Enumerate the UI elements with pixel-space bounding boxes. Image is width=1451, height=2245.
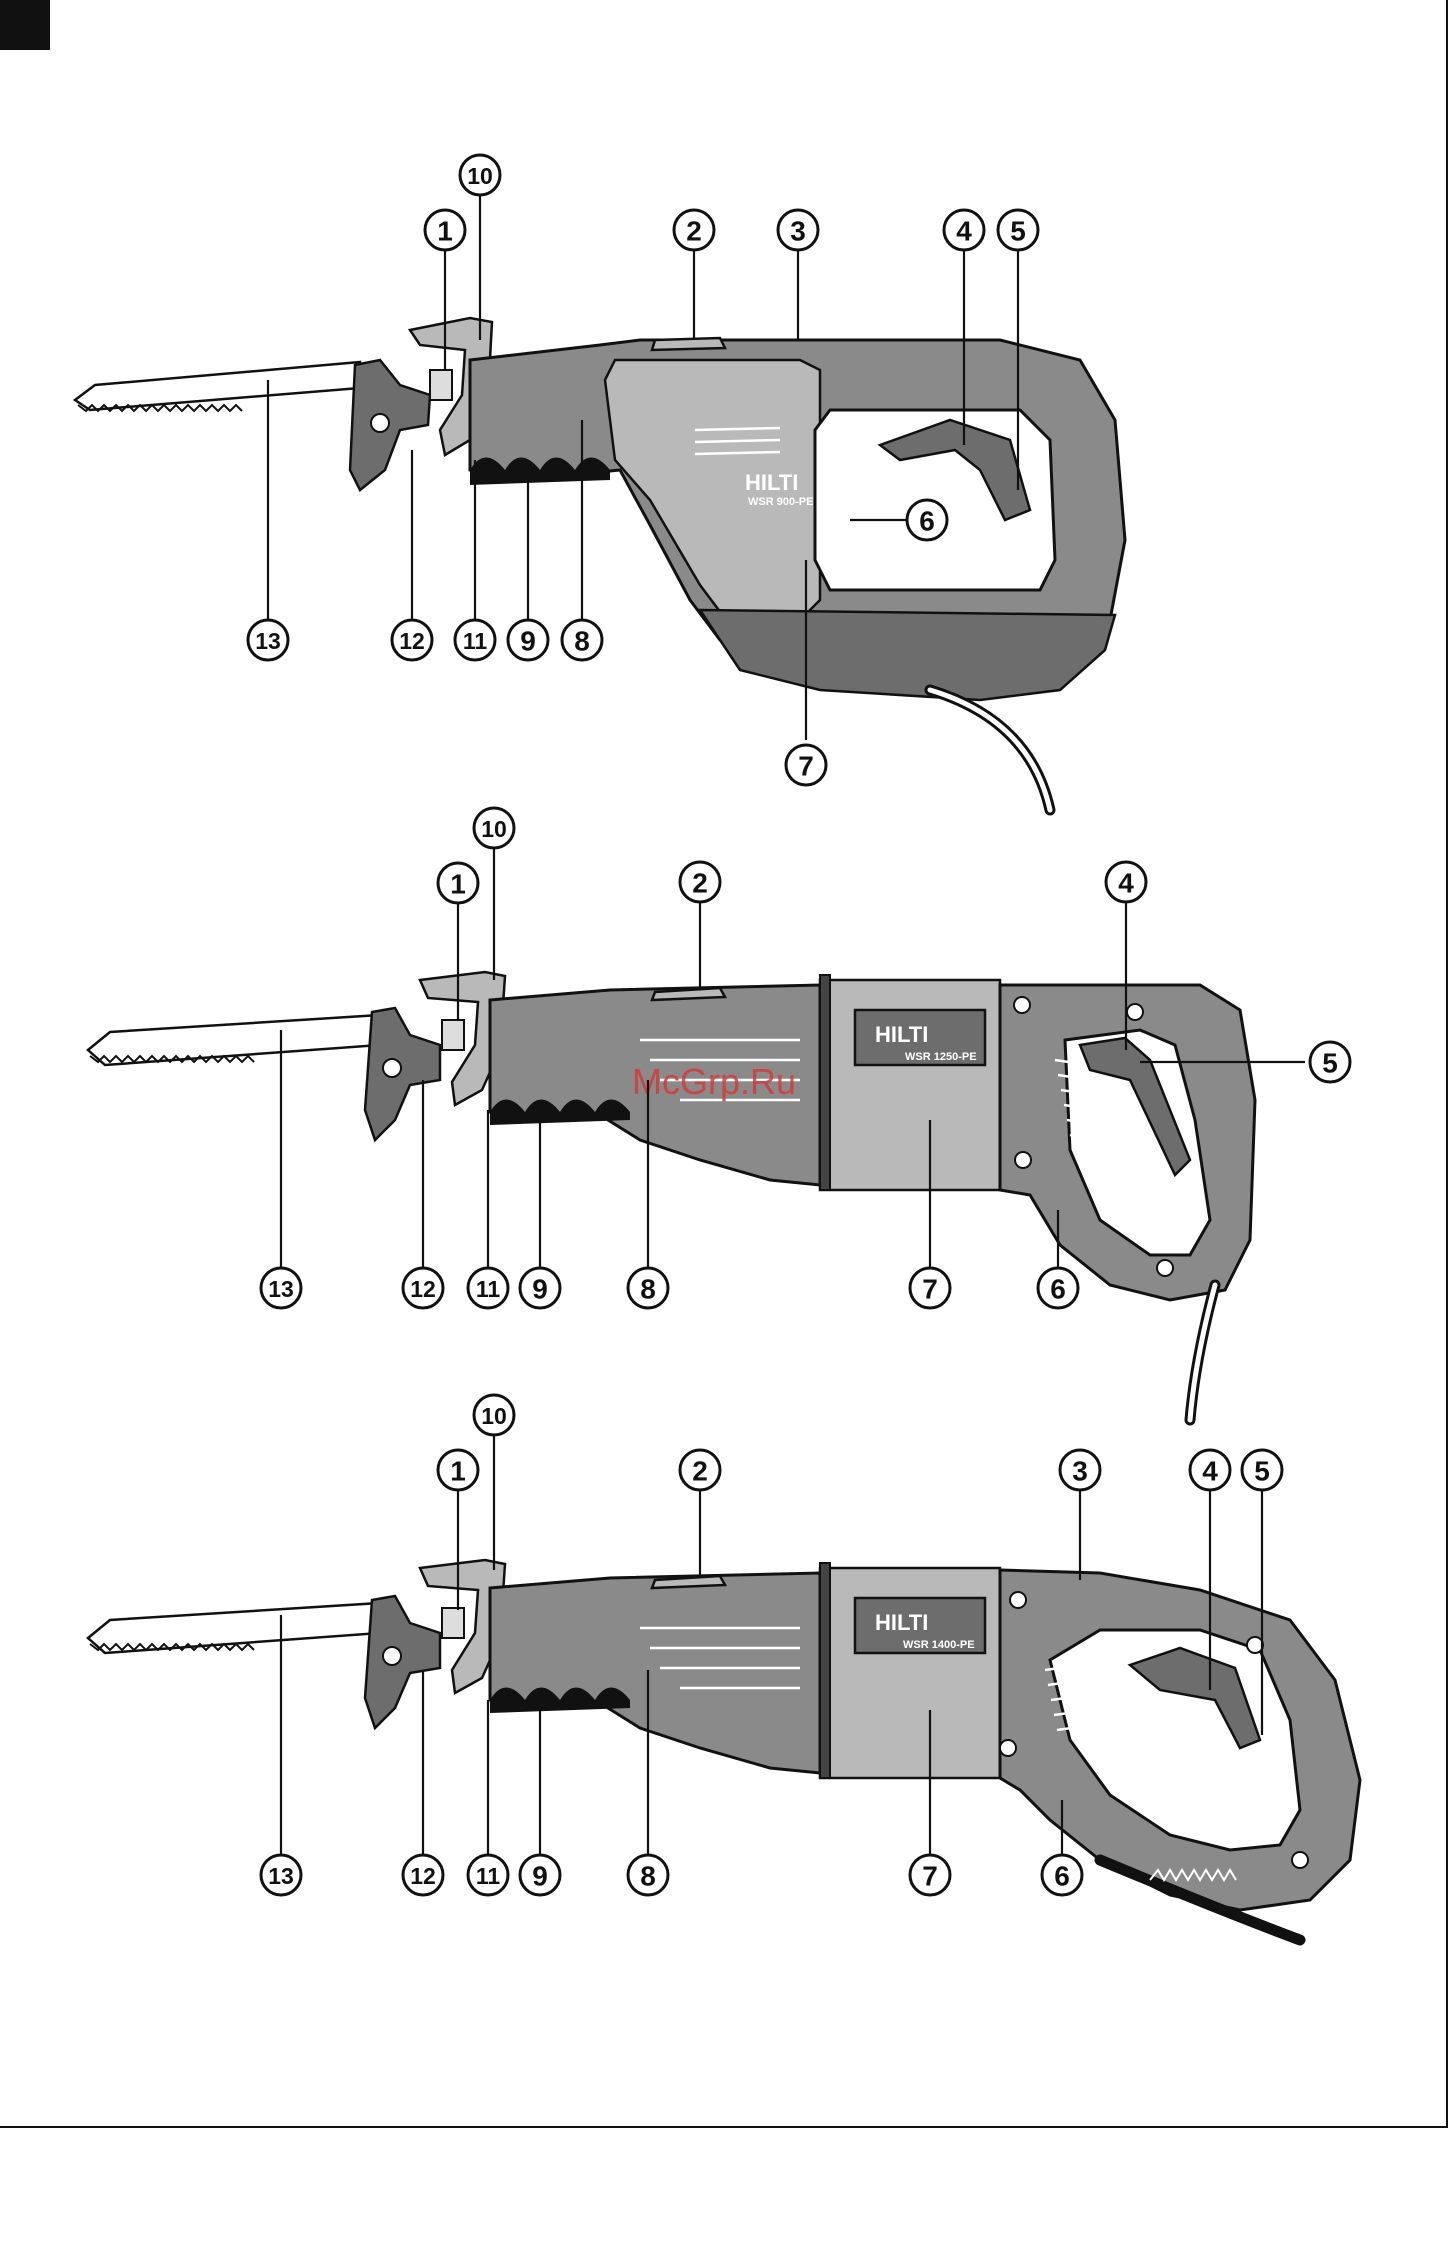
brand-logo: HILTI [875, 1022, 928, 1047]
model-label: WSR 1250-PE [905, 1051, 977, 1063]
svg-text:11: 11 [476, 1276, 501, 1302]
callout-6: 6 [1042, 1855, 1082, 1895]
callout-3: 3 [1060, 1450, 1100, 1490]
callout-10: 10 [474, 1395, 514, 1435]
svg-text:9: 9 [520, 626, 536, 657]
callout-6: 6 [907, 500, 947, 540]
saw-drawing-wsr1250: HILTI WSR 1250-PE [88, 972, 1255, 1420]
callout-2: 2 [680, 862, 720, 902]
callout-8: 8 [562, 620, 602, 660]
callout-4: 4 [1106, 862, 1146, 902]
svg-text:3: 3 [790, 216, 806, 247]
svg-text:5: 5 [1010, 216, 1026, 247]
svg-text:7: 7 [798, 751, 814, 782]
watermark: McGrp.Ru [632, 1061, 796, 1102]
model-label: WSR 900-PE [748, 496, 813, 508]
callout-13: 13 [248, 620, 288, 660]
svg-text:8: 8 [640, 1274, 656, 1305]
svg-text:2: 2 [686, 216, 702, 247]
callout-9: 9 [520, 1268, 560, 1308]
svg-text:6: 6 [1054, 1861, 1070, 1892]
svg-text:7: 7 [922, 1274, 938, 1305]
callout-10: 10 [474, 808, 514, 848]
brand-logo: HILTI [745, 470, 798, 495]
svg-text:4: 4 [1118, 868, 1134, 899]
svg-text:10: 10 [467, 163, 493, 189]
svg-text:8: 8 [640, 1861, 656, 1892]
svg-text:8: 8 [574, 626, 590, 657]
callout-8: 8 [628, 1855, 668, 1895]
svg-text:12: 12 [410, 1276, 436, 1302]
callout-7: 7 [910, 1268, 950, 1308]
svg-text:4: 4 [956, 216, 972, 247]
figure-wsr900: HILTI WSR 900-PE [75, 155, 1125, 810]
callout-13: 13 [261, 1855, 301, 1895]
brand-logo: HILTI [875, 1610, 928, 1635]
callout-1: 1 [438, 1450, 478, 1490]
svg-text:13: 13 [268, 1276, 294, 1302]
svg-text:7: 7 [922, 1861, 938, 1892]
svg-text:3: 3 [1072, 1456, 1088, 1487]
svg-text:5: 5 [1322, 1048, 1338, 1079]
callout-9: 9 [508, 620, 548, 660]
callout-12: 12 [403, 1268, 443, 1308]
callout-9: 9 [520, 1855, 560, 1895]
callout-1: 1 [425, 210, 465, 250]
svg-text:6: 6 [919, 506, 935, 537]
callout-7: 7 [910, 1855, 950, 1895]
callout-1: 1 [438, 863, 478, 903]
svg-text:4: 4 [1202, 1456, 1218, 1487]
callout-11: 11 [468, 1268, 508, 1308]
callout-13: 13 [261, 1268, 301, 1308]
svg-text:10: 10 [481, 816, 507, 842]
svg-text:9: 9 [532, 1861, 548, 1892]
callout-5: 5 [998, 210, 1038, 250]
svg-text:10: 10 [481, 1403, 507, 1429]
svg-text:5: 5 [1254, 1456, 1270, 1487]
svg-text:13: 13 [255, 628, 281, 654]
svg-text:13: 13 [268, 1863, 294, 1889]
figure-wsr1400: HILTI WSR 1400-PE [88, 1395, 1360, 1940]
callout-8: 8 [628, 1268, 668, 1308]
callout-4: 4 [1190, 1450, 1230, 1490]
callout-5: 5 [1310, 1042, 1350, 1082]
model-label: WSR 1400-PE [903, 1639, 975, 1651]
callout-12: 12 [392, 620, 432, 660]
callout-2: 2 [680, 1450, 720, 1490]
callout-2: 2 [674, 210, 714, 250]
callout-5: 5 [1242, 1450, 1282, 1490]
callout-12: 12 [403, 1855, 443, 1895]
svg-text:11: 11 [476, 1863, 501, 1889]
callout-11: 11 [468, 1855, 508, 1895]
svg-text:12: 12 [399, 628, 425, 654]
figure-wsr1250: HILTI WSR 1250-PE McGrp.Ru [88, 808, 1350, 1420]
svg-text:2: 2 [692, 868, 708, 899]
svg-text:2: 2 [692, 1456, 708, 1487]
callout-4: 4 [944, 210, 984, 250]
callout-7: 7 [786, 745, 826, 785]
svg-text:12: 12 [410, 1863, 436, 1889]
callout-10: 10 [460, 155, 500, 195]
svg-text:9: 9 [532, 1274, 548, 1305]
svg-text:1: 1 [437, 216, 453, 247]
callout-11: 11 [455, 620, 495, 660]
svg-text:1: 1 [450, 1456, 466, 1487]
saw-drawing-wsr900: HILTI WSR 900-PE [75, 318, 1125, 810]
svg-text:11: 11 [463, 628, 488, 654]
callout-3: 3 [778, 210, 818, 250]
svg-text:1: 1 [450, 869, 466, 900]
svg-text:6: 6 [1050, 1274, 1066, 1305]
callout-6: 6 [1038, 1268, 1078, 1308]
